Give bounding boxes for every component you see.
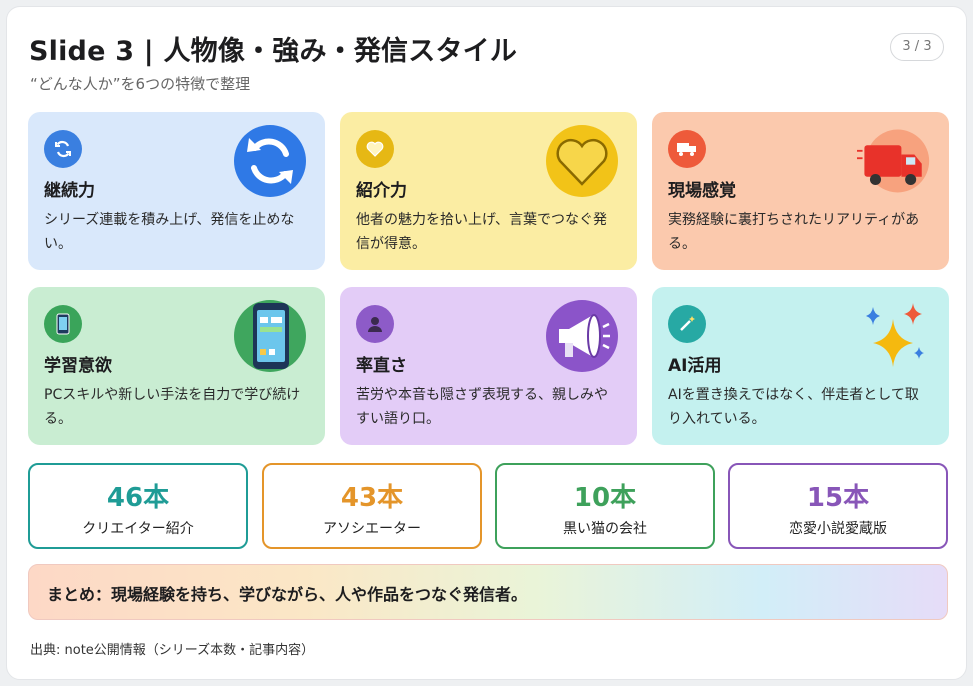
feature-desc: 実務経験に裏打ちされたリアリティがある。 <box>668 212 920 252</box>
refresh-large-icon <box>233 124 307 198</box>
stat-associator: 43本 アソシエーター <box>262 463 482 549</box>
truck-large-icon <box>857 124 931 198</box>
page-indicator: 3 / 3 <box>890 33 944 61</box>
feature-title: AI活用 <box>668 356 722 376</box>
stat-label: クリエイター紹介 <box>82 521 194 537</box>
feature-desc: シリーズ連載を積み上げ、発信を止めない。 <box>44 212 295 252</box>
feature-card-introduction: 紹介力 他者の魅力を拾い上げ、言葉でつなぐ発信が得意。 <box>340 112 637 270</box>
feature-title: 紹介力 <box>356 181 407 201</box>
person-icon <box>356 305 394 343</box>
feature-card-ai-usage: AI活用 AIを置き換えではなく、伴走者として取り入れている。 <box>652 287 949 445</box>
feature-card-frankness: 率直さ 苦労や本音も隠さず表現する、親しみやすい語り口。 <box>340 287 637 445</box>
refresh-icon <box>44 130 82 168</box>
stat-label: 黒い猫の会社 <box>563 521 647 537</box>
summary-banner: まとめ：現場経験を持ち、学びながら、人や作品をつなぐ発信者。 <box>28 564 948 620</box>
feature-desc: PCスキルや新しい手法を自力で学び続ける。 <box>44 387 301 427</box>
smartphone-large-icon <box>233 299 307 373</box>
megaphone-icon <box>545 299 619 373</box>
stat-black-cat-company: 10本 黒い猫の会社 <box>495 463 715 549</box>
slide: Slide 3 | 人物像・強み・発信スタイル “どんな人か”を6つの特徴で整理… <box>6 6 967 680</box>
slide-title: Slide 3 | 人物像・強み・発信スタイル <box>29 36 518 67</box>
feature-title: 率直さ <box>356 356 407 376</box>
stat-value: 43本 <box>340 483 404 513</box>
magic-wand-icon <box>668 305 706 343</box>
feature-card-learning: 学習意欲 PCスキルや新しい手法を自力で学び続ける。 <box>28 287 325 445</box>
feature-desc: AIを置き換えではなく、伴走者として取り入れている。 <box>668 387 919 427</box>
smartphone-icon <box>44 305 82 343</box>
stat-label: 恋愛小説愛蔵版 <box>789 521 887 537</box>
stat-label: アソシエーター <box>323 521 421 537</box>
sparkles-icon <box>857 299 931 373</box>
feature-card-field-sense: 現場感覚 実務経験に裏打ちされたリアリティがある。 <box>652 112 949 270</box>
feature-desc: 他者の魅力を拾い上げ、言葉でつなぐ発信が得意。 <box>356 212 608 252</box>
feature-title: 継続力 <box>44 181 95 201</box>
slide-subtitle: “どんな人か”を6つの特徴で整理 <box>30 75 251 93</box>
feature-title: 現場感覚 <box>668 181 736 201</box>
stat-romance-novel: 15本 恋愛小説愛蔵版 <box>728 463 948 549</box>
heart-large-icon <box>545 124 619 198</box>
summary-text: まとめ：現場経験を持ち、学びながら、人や作品をつなぐ発信者。 <box>47 585 528 604</box>
truck-icon <box>668 130 706 168</box>
feature-title: 学習意欲 <box>44 356 112 376</box>
heart-icon <box>356 130 394 168</box>
stat-value: 10本 <box>573 483 637 513</box>
source-note: 出典: note公開情報（シリーズ本数・記事内容） <box>30 643 315 658</box>
feature-card-continuity: 継続力 シリーズ連載を積み上げ、発信を止めない。 <box>28 112 325 270</box>
feature-desc: 苦労や本音も隠さず表現する、親しみやすい語り口。 <box>356 387 608 427</box>
stat-value: 15本 <box>806 483 870 513</box>
stat-creator-intro: 46本 クリエイター紹介 <box>28 463 248 549</box>
stat-value: 46本 <box>106 483 170 513</box>
